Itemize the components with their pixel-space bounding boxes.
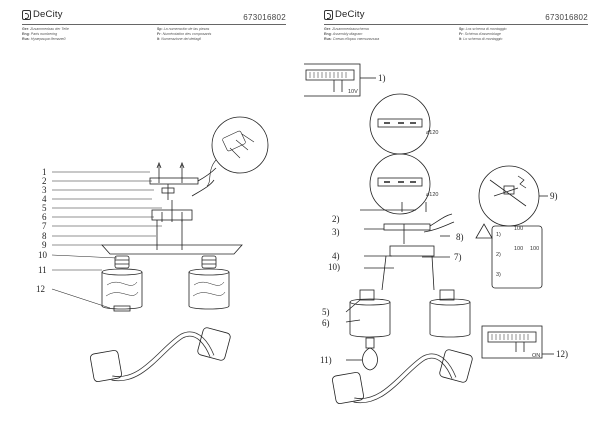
- header-rule: [22, 24, 286, 25]
- box-label: 1): [496, 232, 501, 238]
- lang-caption: It: Lo schema di montaggio: [459, 37, 503, 41]
- step-label: 12): [556, 349, 568, 359]
- part-number: 8: [42, 231, 47, 241]
- voltage-label: ON: [532, 353, 540, 359]
- header-rule: [324, 24, 588, 25]
- box-label: 3): [496, 272, 501, 278]
- diameter-label: ⌀120: [426, 192, 439, 198]
- product-code: 673016802: [243, 13, 286, 22]
- lang-caption: Eng: Parts numbering: [22, 32, 58, 36]
- logo-mark-icon: [22, 9, 31, 20]
- step-label: 1): [378, 73, 386, 83]
- step-label: 8): [456, 232, 464, 242]
- diameter-label: ⌀120: [426, 130, 439, 136]
- right-page: DeCity 673016802 Ger: Zusammenbauschema …: [304, 0, 600, 423]
- step-label: 5): [322, 307, 330, 317]
- wire-detail-circle: [211, 116, 269, 174]
- product-code: 673016802: [545, 13, 588, 22]
- lang-caption: Ger: Zusammenbauschema: [324, 27, 369, 31]
- step-label: 7): [454, 252, 462, 262]
- box-label: 100: [514, 246, 523, 252]
- step-label: 6): [322, 318, 330, 328]
- lang-caption: It: Numerazione dei dettagli: [157, 37, 201, 41]
- box-label: 100: [514, 226, 523, 232]
- brand-logo: DeCity: [324, 9, 365, 20]
- assembly-diagram: 1) 2) 3) 4) 5) 6) 7) 8) 9) 10) 11) 12) ⌀…: [304, 63, 568, 404]
- left-page: DeCity 673016802 Ger: Zusammenbau der Te…: [2, 0, 298, 423]
- lang-caption: Rus: Схема сборки светильника: [324, 37, 380, 41]
- part-number: 12: [36, 284, 45, 294]
- voltage-label: 10V: [348, 89, 358, 95]
- lang-caption: Eng: Assembly diagram: [324, 32, 363, 36]
- step-label: 4): [332, 251, 340, 261]
- parts-diagram: 1 2 3 4 5 6 7 8 9 10 11 12: [36, 116, 269, 382]
- lang-caption: Sp: La numeración de las piezas: [157, 27, 210, 31]
- brand-name: DeCity: [335, 9, 365, 20]
- part-number: 10: [38, 250, 48, 260]
- part-number: 6: [42, 212, 47, 222]
- brand-name: DeCity: [33, 9, 63, 20]
- part-number: 4: [42, 194, 47, 204]
- part-number: 7: [42, 221, 47, 231]
- part-number: 11: [38, 265, 47, 275]
- box-label: 2): [496, 252, 501, 258]
- brand-logo: DeCity: [22, 9, 63, 20]
- lang-caption: Fr: Numérotation des composants: [157, 32, 212, 36]
- lang-caption: Ger: Zusammenbau der Teile: [22, 27, 69, 31]
- language-captions: Ger: Zusammenbau der Teile Sp: La numera…: [22, 27, 286, 42]
- lang-caption: Sp: Los schema di montaggio: [459, 27, 507, 31]
- logo-mark-icon: [324, 9, 333, 20]
- part-number: 5: [42, 203, 47, 213]
- lang-caption: Fr: Schéma d'assemblage: [459, 32, 501, 36]
- part-number: 1: [42, 167, 47, 177]
- step-label: 2): [332, 214, 340, 224]
- step-label: 9): [550, 191, 558, 201]
- language-captions: Ger: Zusammenbauschema Sp: Los schema di…: [324, 27, 588, 42]
- part-number: 2: [42, 176, 47, 186]
- step-label: 3): [332, 227, 340, 237]
- step-label: 10): [328, 262, 340, 272]
- box-label: 100: [530, 246, 539, 252]
- part-number: 3: [42, 185, 47, 195]
- step-label: 11): [320, 355, 332, 365]
- lang-caption: Rus: Нумерация деталей: [22, 37, 66, 41]
- part-number: 9: [42, 240, 47, 250]
